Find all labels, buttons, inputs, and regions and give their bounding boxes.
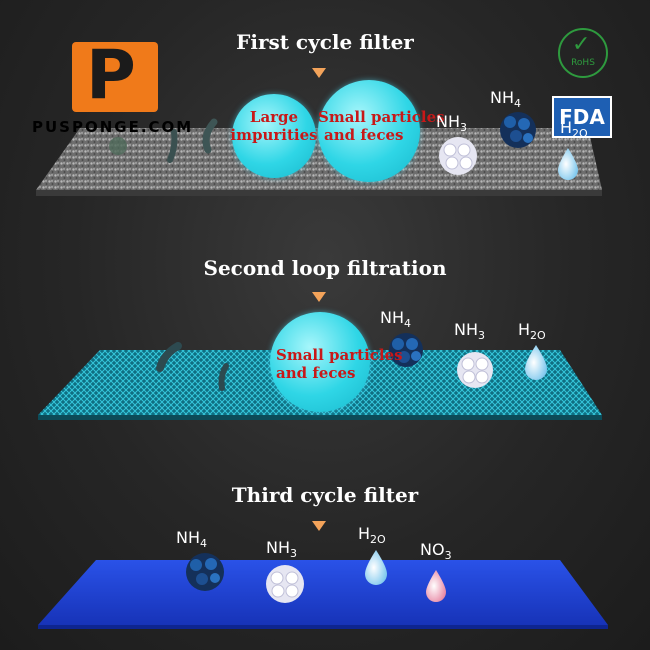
stage-2-title: Second loop filtration	[203, 256, 447, 280]
fda-badge: FDA	[552, 96, 612, 138]
rohs-label: RoHS	[571, 58, 595, 68]
logo-letter: P	[86, 36, 136, 115]
nh3-label: NH3	[266, 538, 297, 561]
small-particles-bubble	[270, 312, 370, 412]
small-particles-label: Small particles and feces	[318, 108, 445, 144]
nh4-label: NH4	[380, 308, 411, 331]
debris-particle	[202, 118, 218, 154]
nh4-molecule-cluster	[500, 112, 536, 148]
nh4-molecule-cluster	[389, 333, 423, 367]
stage-1-title: First cycle filter	[236, 30, 414, 54]
nh3-label: NH3	[436, 112, 467, 135]
small-particles-bubble	[318, 80, 420, 182]
watermark-text: PUSPONGE.COM	[32, 118, 194, 136]
water-drop-icon	[525, 345, 547, 380]
down-arrow-icon	[312, 292, 326, 302]
fda-label: FDA	[559, 105, 605, 129]
nh3-label: NH3	[454, 320, 485, 343]
h2o-label: H2O	[358, 524, 386, 547]
debris-particle	[156, 342, 182, 372]
large-impurities-bubble	[232, 94, 316, 178]
h2o-label: H2O	[560, 118, 588, 141]
water-drop-icon	[558, 148, 578, 180]
nitrate-drop-icon	[426, 570, 446, 602]
nh4-molecule-cluster	[186, 553, 224, 591]
nh4-label: NH4	[176, 528, 207, 551]
debris-particle	[167, 129, 178, 163]
nh3-molecule-cluster	[266, 565, 304, 603]
debris-particle	[109, 137, 127, 155]
down-arrow-icon	[312, 521, 326, 531]
stage-3-title: Third cycle filter	[231, 483, 419, 507]
check-icon: ✓	[572, 32, 591, 57]
nh3-molecule-cluster	[439, 137, 477, 175]
water-drop-icon	[365, 550, 387, 585]
h2o-label: H2O	[518, 320, 546, 343]
mesh-plate-edge	[38, 415, 602, 420]
down-arrow-icon	[312, 68, 326, 78]
debris-particle	[218, 363, 229, 391]
gravel-plate-edge	[36, 190, 602, 196]
nh3-molecule-cluster	[457, 352, 493, 388]
small-particles-label: Small particles and feces	[276, 346, 403, 382]
brand-logo: P	[72, 36, 158, 115]
no3-label: NO3	[420, 540, 452, 563]
rohs-badge: ✓ RoHS	[558, 28, 608, 78]
blue-filter-plate	[38, 560, 608, 625]
large-impurities-label: Large impurities	[230, 108, 318, 144]
nh4-label: NH4	[490, 88, 521, 111]
blue-plate-edge	[38, 625, 608, 629]
